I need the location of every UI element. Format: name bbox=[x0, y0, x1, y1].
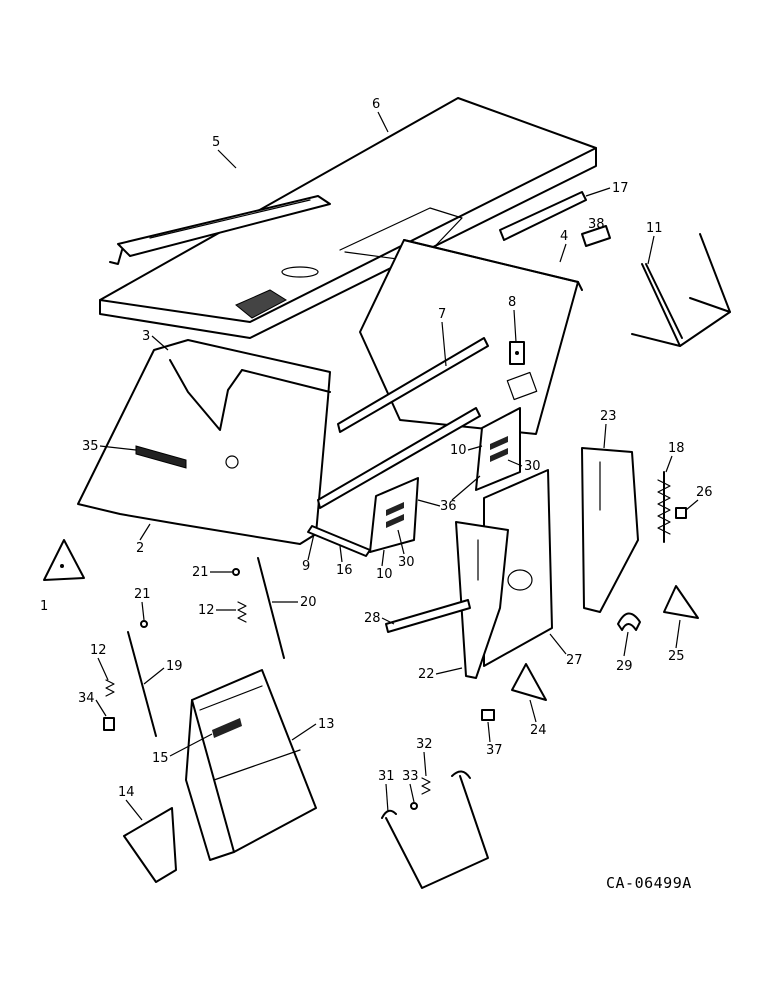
part-12-spring-b bbox=[105, 679, 115, 697]
callouts: 1 2 3 4 5 6 7 8 9 10 10 11 12 12 13 14 1… bbox=[40, 97, 713, 821]
callout-30-upper: 30 bbox=[524, 459, 541, 474]
callout-28: 28 bbox=[364, 611, 381, 626]
callout-31: 31 bbox=[378, 769, 395, 784]
callout-4: 4 bbox=[560, 229, 568, 244]
vent-grille bbox=[235, 289, 288, 319]
callout-13: 13 bbox=[318, 717, 335, 732]
part-11-u-frame bbox=[631, 233, 731, 347]
part-29-clamp bbox=[617, 612, 641, 631]
callout-20: 20 bbox=[300, 595, 317, 610]
part-23-upright-panel bbox=[581, 447, 639, 613]
part-37-clip bbox=[481, 709, 495, 721]
callout-10-lower: 10 bbox=[376, 567, 393, 582]
part-35-louver bbox=[135, 445, 187, 469]
part-8-bracket bbox=[509, 341, 525, 365]
part-16-rail bbox=[307, 525, 371, 557]
callout-1: 1 bbox=[40, 599, 48, 614]
part-18-spring bbox=[657, 471, 671, 543]
part-15-louver bbox=[212, 718, 242, 738]
part-33-pin bbox=[410, 802, 418, 810]
part-20-rod bbox=[257, 557, 285, 659]
part-10-panel-lower bbox=[369, 477, 419, 553]
callout-18: 18 bbox=[668, 441, 685, 456]
part-26-clip bbox=[675, 507, 687, 519]
callout-3: 3 bbox=[142, 329, 150, 344]
part-4-side-panel bbox=[359, 239, 583, 435]
part-13-door bbox=[185, 669, 317, 861]
callout-23: 23 bbox=[600, 409, 617, 424]
part-22-upright-panel bbox=[455, 521, 509, 679]
callout-37: 37 bbox=[486, 743, 503, 758]
callout-11: 11 bbox=[646, 221, 663, 236]
part-6-top-cover bbox=[99, 97, 597, 339]
callout-12-b: 12 bbox=[90, 643, 107, 658]
callout-26: 26 bbox=[696, 485, 713, 500]
callout-30-lower: 30 bbox=[398, 555, 415, 570]
catalog-number: CA-06499A bbox=[606, 874, 692, 892]
callout-25: 25 bbox=[668, 649, 685, 664]
part-38-decal bbox=[581, 225, 611, 247]
part-19-rod bbox=[127, 631, 157, 737]
part-12-spring-a bbox=[237, 601, 247, 623]
callout-19: 19 bbox=[166, 659, 183, 674]
callout-21-a: 21 bbox=[192, 565, 209, 580]
part-32-spring bbox=[421, 777, 431, 795]
callout-22: 22 bbox=[418, 667, 435, 682]
part-17-rail bbox=[499, 191, 587, 241]
part-1-gusset bbox=[43, 539, 85, 581]
callout-33: 33 bbox=[402, 769, 419, 784]
part-10-panel-upper bbox=[475, 407, 521, 491]
callout-2: 2 bbox=[136, 541, 144, 556]
callout-34: 34 bbox=[78, 691, 95, 706]
callout-24: 24 bbox=[530, 723, 547, 738]
part-5-angle-strip bbox=[109, 195, 331, 265]
callout-38: 38 bbox=[588, 217, 605, 232]
callout-27: 27 bbox=[566, 653, 583, 668]
callout-6: 6 bbox=[372, 97, 380, 112]
part-2-left-side-frame bbox=[77, 339, 331, 545]
callout-16: 16 bbox=[336, 563, 353, 578]
part-24-gusset bbox=[511, 663, 547, 701]
callout-9: 9 bbox=[302, 559, 310, 574]
callout-7: 7 bbox=[438, 307, 446, 322]
part-7-long-rail bbox=[337, 337, 489, 433]
part-28-bar bbox=[385, 599, 471, 633]
part-21-pin-a bbox=[232, 568, 240, 576]
callout-14: 14 bbox=[118, 785, 135, 800]
callout-21-b: 21 bbox=[134, 587, 151, 602]
part-34-clip bbox=[103, 717, 115, 731]
part-9-long-rail bbox=[317, 407, 481, 509]
callout-36-upper: 36 bbox=[440, 499, 457, 514]
callout-15: 15 bbox=[152, 751, 169, 766]
callout-5: 5 bbox=[212, 135, 220, 150]
callout-17: 17 bbox=[612, 181, 629, 196]
callout-8: 8 bbox=[508, 295, 516, 310]
callout-10-upper: 10 bbox=[450, 443, 467, 458]
part-31-u-bracket bbox=[381, 770, 489, 889]
callout-35: 35 bbox=[82, 439, 99, 454]
callout-29: 29 bbox=[616, 659, 633, 674]
part-21-pin-b bbox=[140, 620, 148, 628]
callout-12-a: 12 bbox=[198, 603, 215, 618]
callout-32: 32 bbox=[416, 737, 433, 752]
part-25-gusset bbox=[663, 585, 699, 619]
part-14-plate bbox=[123, 807, 177, 883]
